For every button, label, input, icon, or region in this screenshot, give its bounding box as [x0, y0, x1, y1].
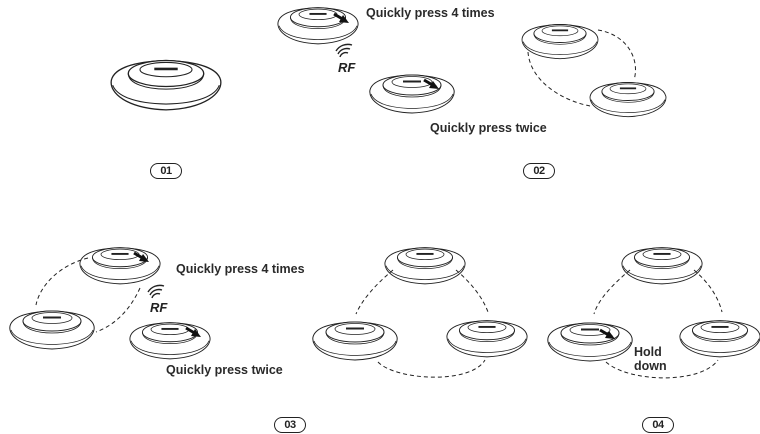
panel-2-press-twice-label: Quickly press twice [430, 121, 547, 135]
panel-4-hold-label-line2: down [634, 359, 667, 373]
panel-3-press-4-label: Quickly press 4 times [176, 262, 305, 276]
step-badge-04: 04 [642, 417, 674, 433]
panel-3-group [9, 247, 211, 360]
panel-3-rf-label: RF [150, 300, 168, 315]
panel-4-hold-label-line1: Hold [634, 345, 662, 359]
panel-2-group [277, 7, 667, 118]
step-badge-03: 03 [274, 417, 306, 433]
panel-4-right-group [547, 247, 760, 379]
panel-3-press-twice-label: Quickly press twice [166, 363, 283, 377]
panel-1-device [110, 59, 222, 111]
panel-2-rf-label: RF [338, 60, 356, 75]
step-badge-01: 01 [150, 163, 182, 179]
panel-4-middle-group [312, 247, 528, 378]
step-badge-02: 02 [523, 163, 555, 179]
panel-2-press-4-label: Quickly press 4 times [366, 6, 495, 20]
